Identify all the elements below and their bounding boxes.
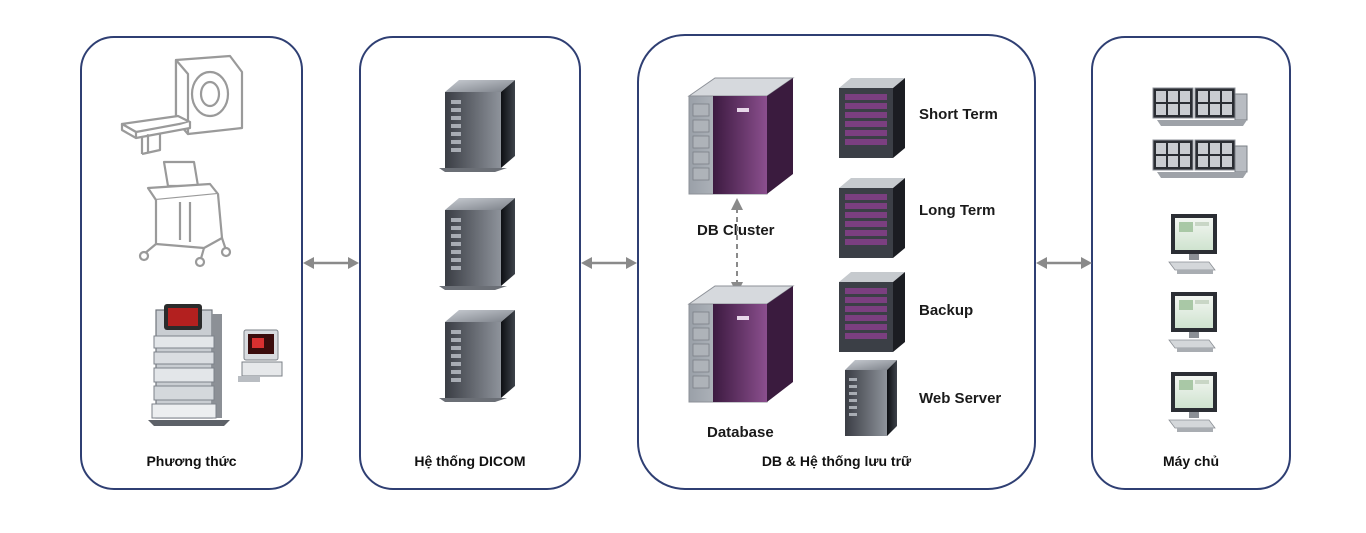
client-monitor-icon-2 (1168, 292, 1217, 352)
db-cluster-server-icon (687, 77, 795, 195)
cluster-database-link-arrow (731, 198, 743, 294)
dicom-server-icon-2 (439, 198, 515, 290)
dicom-label: Hệ thống DICOM (414, 453, 526, 469)
dicom-storage-arrow (581, 257, 637, 269)
web-server-icon (845, 360, 897, 436)
dicom-server-icon-1 (439, 80, 515, 172)
mri-scanner-icon (120, 54, 244, 156)
short-term-storage-icon (839, 78, 905, 158)
dicom-server-icon-3 (439, 310, 515, 402)
web-server-label: Web Server (919, 390, 1002, 407)
storage-server-arrow (1036, 257, 1092, 269)
diagnostic-viewer-icon-2 (1152, 139, 1248, 178)
dicom-panel: Hệ thống DICOM (359, 36, 581, 490)
long-term-label: Long Term (919, 202, 996, 219)
diagnostic-viewer-icon-1 (1152, 87, 1248, 126)
storage-label: DB & Hệ thống lưu trữ (761, 453, 912, 469)
backup-label: Backup (919, 302, 974, 319)
storage-panel: DB Cluster Database Short Term (637, 34, 1036, 490)
modality-panel: Phương thức (80, 36, 303, 490)
database-server-icon (687, 285, 795, 403)
short-term-label: Short Term (919, 106, 998, 123)
ultrasound-icon (138, 160, 232, 268)
modality-label: Phương thức (146, 453, 237, 469)
client-monitor-icon-3 (1168, 372, 1217, 432)
backup-storage-icon (839, 272, 905, 352)
database-label: Database (707, 424, 774, 441)
db-cluster-label: DB Cluster (697, 222, 775, 239)
server-label: Máy chủ (1162, 453, 1219, 469)
modality-workstation-icon (148, 304, 283, 426)
modality-dicom-arrow (303, 257, 359, 269)
server-panel: Máy chủ (1091, 36, 1291, 490)
long-term-storage-icon (839, 178, 905, 258)
client-monitor-icon-1 (1168, 214, 1217, 274)
